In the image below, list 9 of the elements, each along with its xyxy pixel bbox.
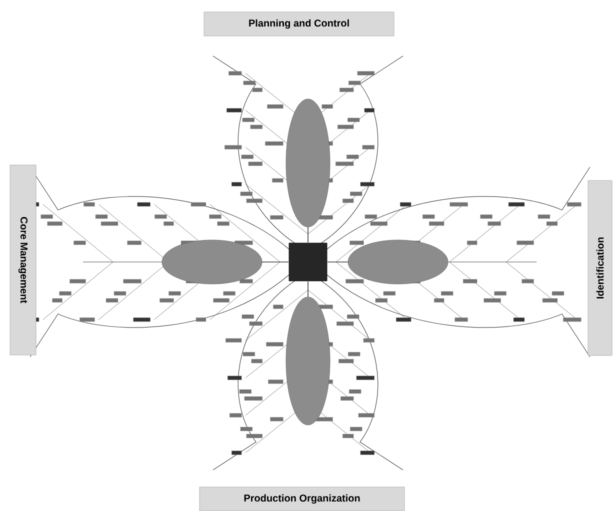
center-square (288, 242, 328, 282)
ellipse (162, 240, 262, 284)
title-box: Core Management (10, 164, 36, 356)
title-box: Planning and Control (204, 12, 394, 36)
title-box: Identification (588, 180, 612, 356)
title-box: Production Organization (199, 486, 405, 511)
ellipse (286, 296, 330, 426)
ellipse (286, 98, 330, 228)
ellipse (348, 240, 448, 284)
